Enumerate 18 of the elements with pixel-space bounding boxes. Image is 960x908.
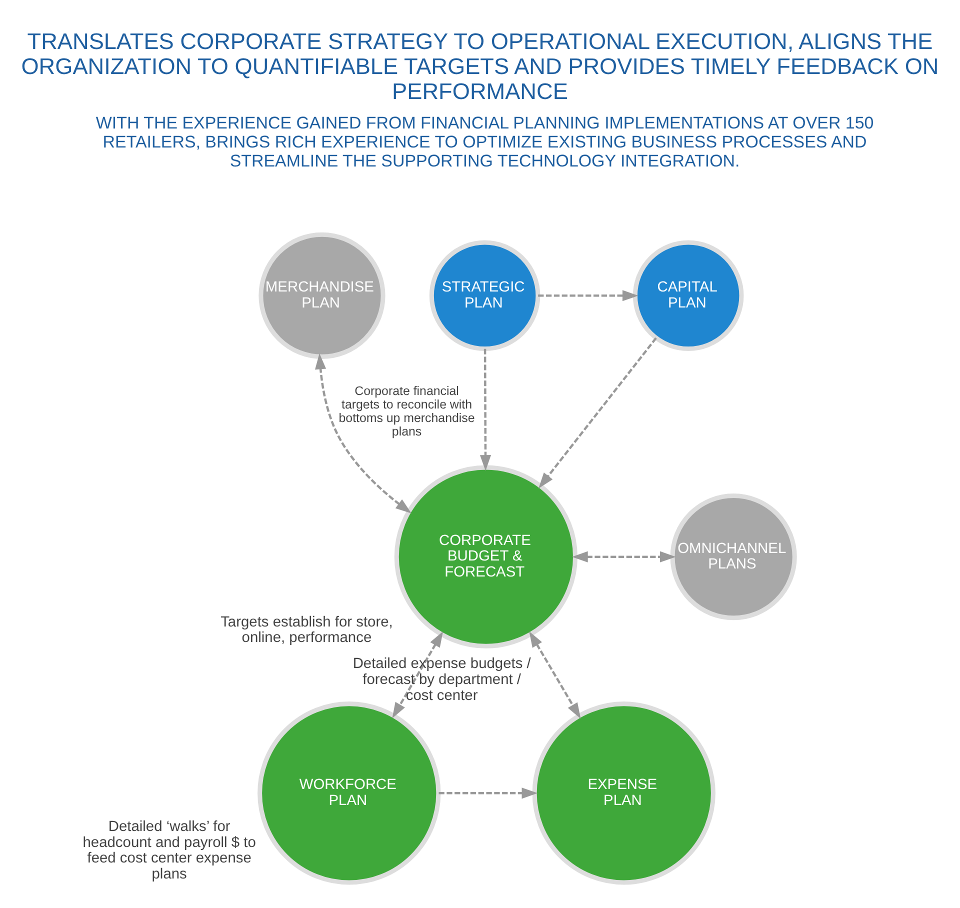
arrow — [480, 348, 492, 470]
arrow — [438, 787, 538, 798]
edge-label: Corporate financial targets to reconcile with bottoms up merchandise plans — [338, 383, 475, 438]
node-circle: CAPITAL PLAN — [632, 240, 744, 351]
arrow — [538, 336, 657, 488]
arrow — [529, 630, 581, 718]
diagram-title: TRANSLATES CORPORATE STRATEGY TO OPERATIONAL EXECUTION, ALIGNS THE ORGANIZATION TO QUANTIFIABLE TARGETS AND PROVIDES TIMELY FEEDBACK ON PERFORMANCE — [21, 28, 939, 104]
node-label: Targets establish for store, online, performance — [220, 614, 393, 646]
arrow — [315, 352, 412, 513]
node-circle: OMNICHANNEL PLANS — [670, 493, 797, 620]
arrow — [392, 630, 444, 718]
node-circle: MERCHANDISE PLAN — [258, 232, 386, 358]
arrow — [538, 290, 638, 301]
label: WITH THE EXPERIENCE GAINED FROM FINANCIAL PLANNING IMPLEMENTATIONS AT OVER 150 RETAILERS, BRINGS RICH EXPERIENCE TO OPTIMIZE EXISTING BUSINESS PROCESSES AND STREAMLINE THE SUPPORTING TECHNOLOGY INTEGRATION. — [96, 112, 874, 170]
arrow — [572, 550, 676, 562]
node-circle: STRATEGIC PLAN — [429, 240, 540, 351]
node-label: Detailed ‘walks’ for headcount and payroll $ to feed cost center expense plans — [82, 818, 256, 882]
node-label: Detailed expense budgets / forecast by department / cost center — [352, 656, 531, 704]
